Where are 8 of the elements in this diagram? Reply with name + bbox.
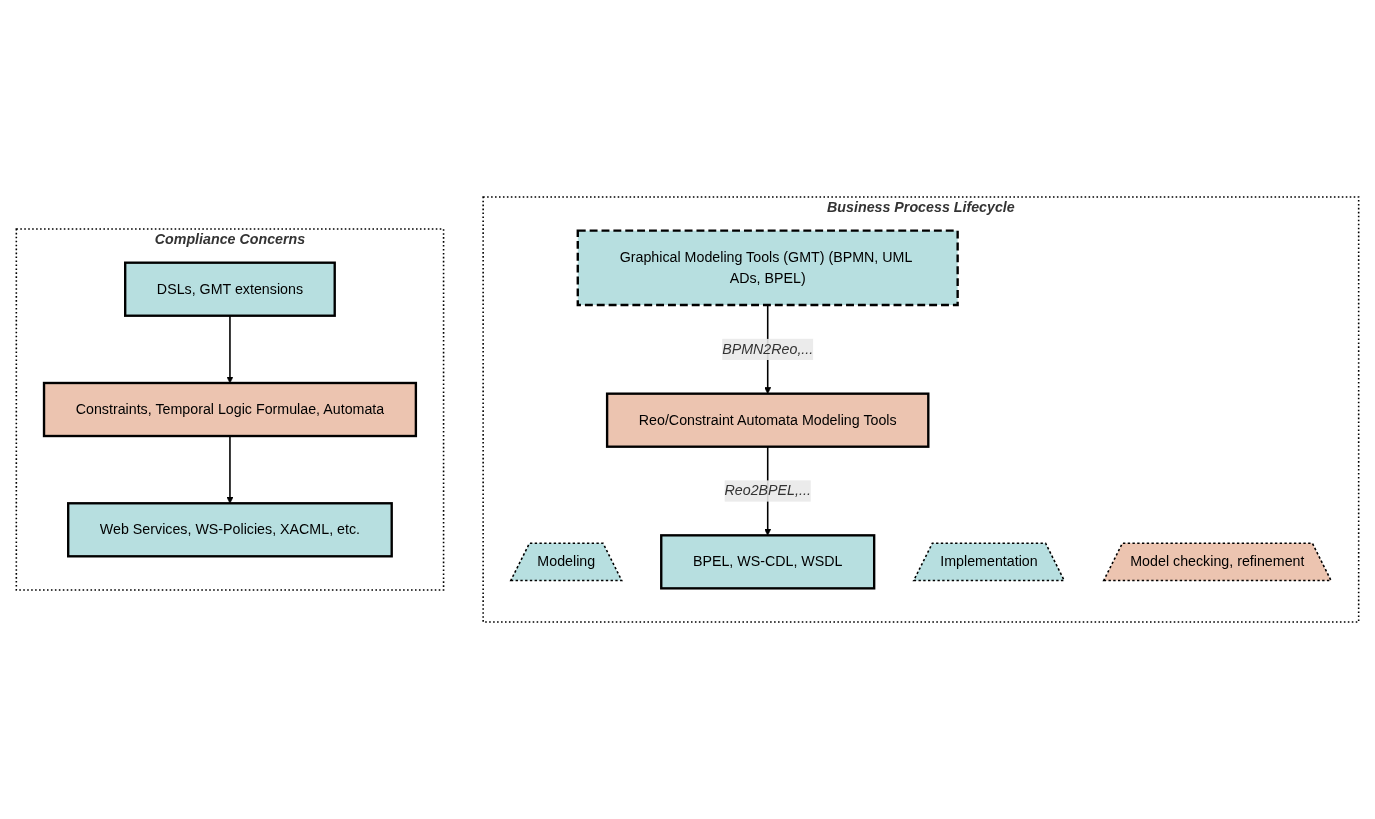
edge-label: Reo2BPEL,... xyxy=(724,482,811,499)
node-box: BPEL, WS-CDL, WSDL xyxy=(660,534,876,590)
node-box: Reo/Constraint Automata Modeling Tools xyxy=(605,392,930,448)
node-box: Graphical Modeling Tools (GMT) (BPMN, UML ADs, BPEL) xyxy=(576,229,959,307)
node-box: DSLs, GMT extensions xyxy=(124,261,336,317)
node-box: Constraints, Temporal Logic Formulae, Automata xyxy=(42,381,418,438)
edge-label: BPMN2Reo,... xyxy=(722,341,814,357)
node-box: Web Services, WS-Policies, XACML, etc. xyxy=(67,502,393,558)
